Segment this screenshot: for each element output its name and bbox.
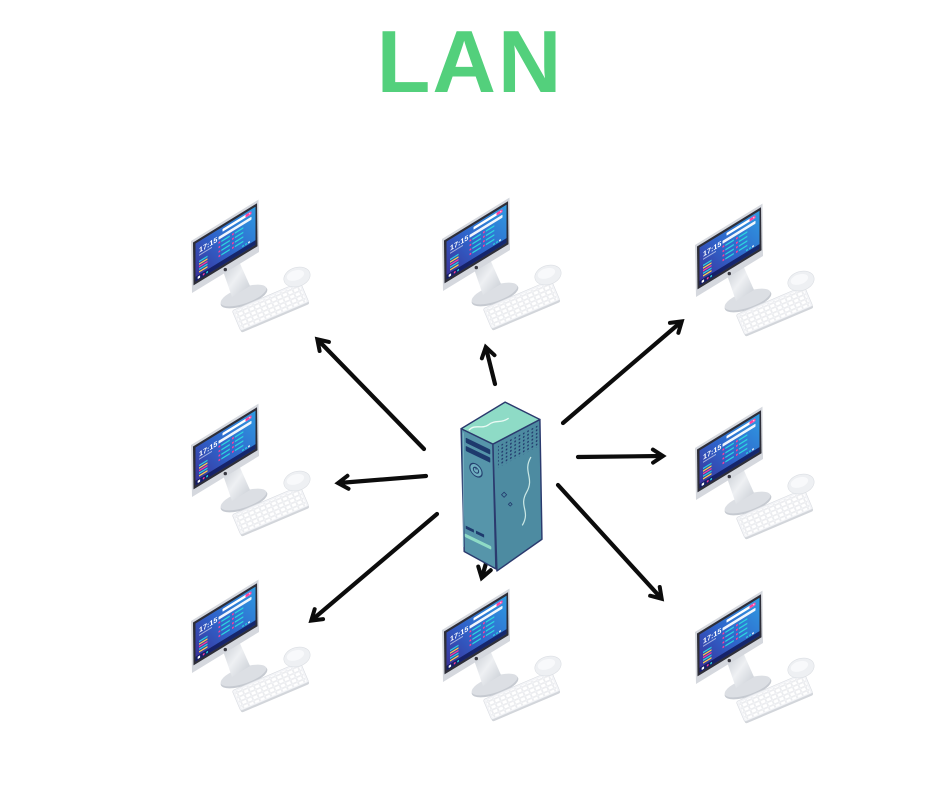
- workstation-bottom-left: [180, 578, 320, 718]
- page-title: LAN: [376, 12, 564, 111]
- workstation-bottom-center: [431, 587, 571, 727]
- workstation-bottom-right: [684, 589, 824, 729]
- desktop-computer-icon: [180, 578, 320, 718]
- workstation-top-left: [180, 198, 320, 338]
- server-tower: [456, 396, 544, 572]
- workstation-middle-right: [684, 405, 824, 545]
- arrow-right: [575, 447, 667, 465]
- workstation-middle-left: [180, 402, 320, 542]
- desktop-computer-icon: [180, 198, 320, 338]
- desktop-computer-icon: [431, 587, 571, 727]
- desktop-computer-icon: [684, 405, 824, 545]
- workstation-top-center: [431, 196, 571, 336]
- arrow-top-left: [314, 336, 427, 452]
- arrow-bottom-left: [308, 511, 440, 624]
- desktop-computer-icon: [684, 589, 824, 729]
- server-icon: [456, 396, 544, 572]
- arrow-bottom-right: [555, 482, 665, 602]
- desktop-computer-icon: [180, 402, 320, 542]
- desktop-computer-icon: [431, 196, 571, 336]
- arrow-top-right: [560, 318, 685, 426]
- workstation-top-right: [684, 202, 824, 342]
- arrow-up: [479, 343, 498, 387]
- arrow-left: [334, 473, 429, 491]
- desktop-computer-icon: [684, 202, 824, 342]
